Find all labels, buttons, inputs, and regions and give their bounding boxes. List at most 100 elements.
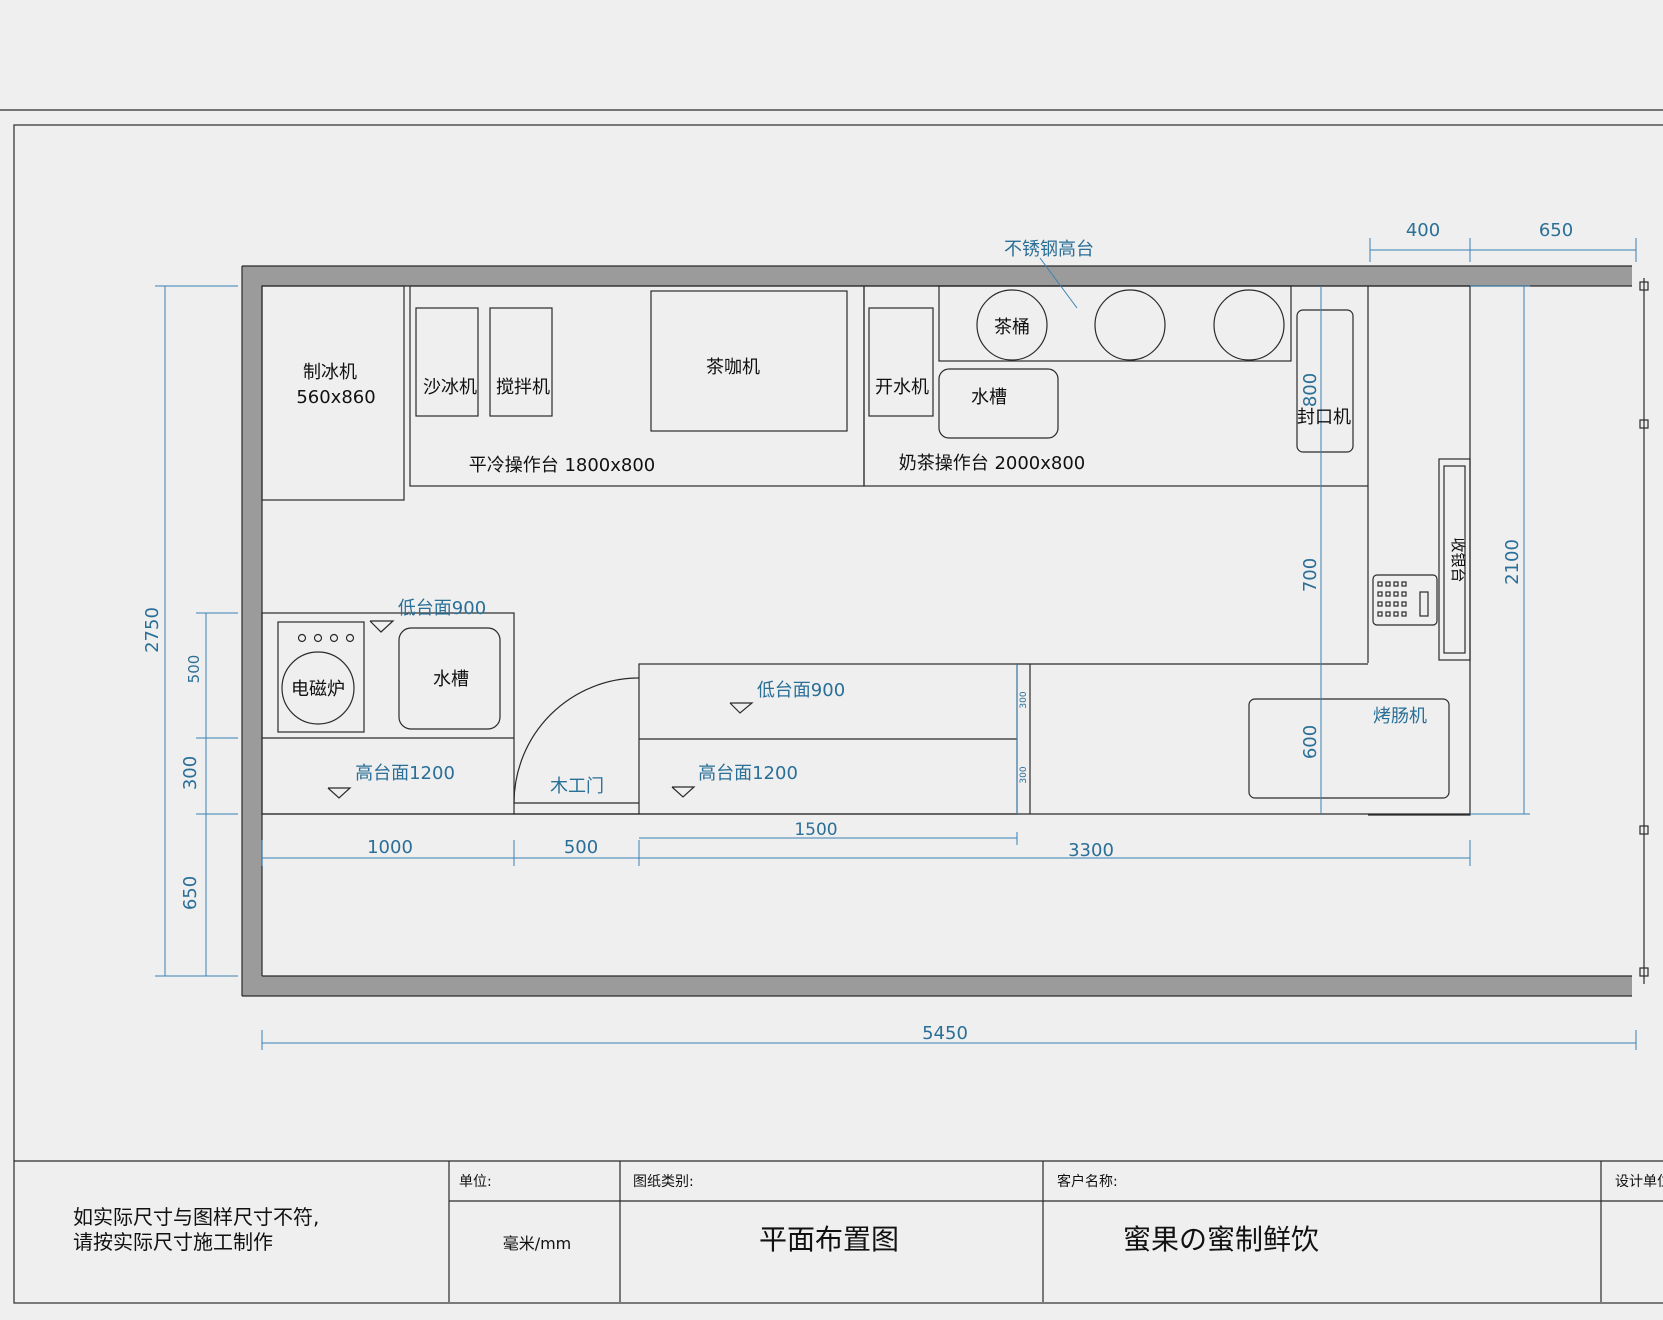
boiling-water-machine (868, 307, 934, 417)
tea-bucket-1 (976, 289, 1048, 361)
tea-coffee-machine-label: 茶咖机 (706, 357, 760, 378)
high-counter-1-label: 高台面1200 (355, 763, 455, 784)
sink-top-label: 水槽 (971, 387, 1007, 408)
dimension-lines (155, 238, 1637, 1050)
level-marker (671, 786, 696, 798)
sausage-grill (1248, 698, 1450, 799)
register-key (1401, 601, 1407, 607)
dim-left-500: 500 (185, 655, 203, 684)
induction-knob (297, 633, 307, 643)
register-key (1385, 581, 1391, 587)
wall-left (242, 266, 262, 996)
register-key (1377, 591, 1383, 597)
category-value: 平面布置图 (759, 1223, 899, 1256)
cash-register-keys (1377, 581, 1429, 617)
tea-coffee-machine (650, 290, 848, 432)
dim-small-300a: 300 (1019, 691, 1029, 708)
dim-left-650: 650 (180, 876, 201, 910)
register-key (1377, 581, 1383, 587)
top-counter-area (261, 257, 1369, 501)
blender-label: 搅拌机 (496, 377, 550, 398)
ice-maker-size-label: 560x860 (296, 387, 375, 408)
induction-cooker-label: 电磁炉 (291, 679, 345, 700)
cashier-label: 收银台 (1449, 537, 1467, 582)
dimension-texts: 400 650 2750 500 300 650 1000 500 1500 3… (142, 220, 1573, 1044)
sealer (1296, 309, 1354, 453)
dim-bottom-1000: 1000 (367, 837, 413, 858)
register-key (1401, 591, 1407, 597)
level-marker (729, 702, 754, 714)
blender (489, 307, 553, 417)
induction-knob (329, 633, 339, 643)
level-marker (327, 787, 352, 799)
register-key (1385, 611, 1391, 617)
dim-right-800: 800 (1300, 373, 1321, 407)
wood-door-label: 木工门 (550, 776, 604, 797)
stainless-high-counter-label: 不锈钢高台 (1004, 239, 1094, 260)
slush-machine (415, 307, 479, 417)
low-counter-1-label: 低台面900 (398, 598, 486, 619)
register-key (1393, 611, 1399, 617)
glass-mullion (1639, 967, 1649, 977)
cash-register (1372, 574, 1438, 626)
register-key (1377, 601, 1383, 607)
stainless-high-counter (938, 285, 1292, 362)
glass-mullion (1639, 281, 1649, 291)
stainless-leader-line (1039, 257, 1078, 309)
dim-left-2750: 2750 (142, 607, 163, 653)
bottom-counter-area (261, 612, 1470, 815)
unit-header: 单位: (459, 1174, 492, 1190)
induction-cooker (277, 621, 365, 733)
sausage-grill-label: 烤肠机 (1373, 706, 1427, 727)
sink-top (938, 368, 1059, 439)
high-counter-2-label: 高台面1200 (698, 763, 798, 784)
dim-left-300: 300 (180, 756, 201, 790)
door-swing-arc (513, 677, 640, 804)
drawing-frame (13, 124, 1663, 1304)
category-header: 图纸类别: (633, 1174, 694, 1190)
dim-right-600: 600 (1300, 725, 1321, 759)
glass-mullion (1639, 419, 1649, 429)
slush-machine-label: 沙冰机 (423, 377, 477, 398)
register-key (1385, 591, 1391, 597)
ice-maker-label: 制冰机 (303, 362, 357, 383)
register-key (1401, 611, 1407, 617)
designer-header: 设计单位 (1615, 1174, 1663, 1190)
dim-top-650: 650 (1539, 220, 1573, 241)
register-key (1385, 601, 1391, 607)
ice-maker (261, 285, 405, 501)
glass-mullion (1639, 825, 1649, 835)
level-marker (369, 620, 395, 633)
dim-bottom-1500: 1500 (794, 820, 837, 840)
cashier-counter (1438, 458, 1471, 661)
register-key (1393, 601, 1399, 607)
cashier-inner-rect (1443, 465, 1466, 654)
boiling-water-machine-label: 开水机 (875, 377, 929, 398)
sink-left (398, 627, 501, 730)
client-value: 蜜果の蜜制鲜饮 (1123, 1223, 1319, 1256)
unit-value: 毫米/mm (503, 1234, 572, 1253)
induction-burner (281, 651, 355, 725)
dim-right-700: 700 (1300, 558, 1321, 592)
dim-small-300b: 300 (1019, 766, 1029, 783)
register-key (1393, 591, 1399, 597)
right-counter-area (1248, 285, 1471, 816)
tea-bucket-label: 茶桶 (994, 317, 1030, 338)
wall-top (242, 266, 1632, 286)
client-header: 客户名称: (1057, 1173, 1118, 1190)
register-display (1419, 591, 1429, 617)
note-line-2: 请按实际尺寸施工制作 (73, 1230, 273, 1254)
induction-knob (345, 633, 355, 643)
flat-cold-counter-label: 平冷操作台 1800x800 (469, 455, 656, 476)
sink-left-label: 水槽 (433, 669, 469, 690)
low-counter-2-label: 低台面900 (757, 680, 845, 701)
dim-right-2100: 2100 (1502, 539, 1523, 585)
dim-top-400: 400 (1406, 220, 1440, 241)
note-line-1: 如实际尺寸与图样尺寸不符, (73, 1205, 319, 1229)
right-glass-line (1639, 278, 1649, 984)
tea-bucket-3 (1213, 289, 1285, 361)
dim-total-5450: 5450 (922, 1023, 968, 1044)
blue-labels: 不锈钢高台 低台面900 高台面1200 木工门 低台面900 高台面1200 … (355, 239, 1427, 797)
